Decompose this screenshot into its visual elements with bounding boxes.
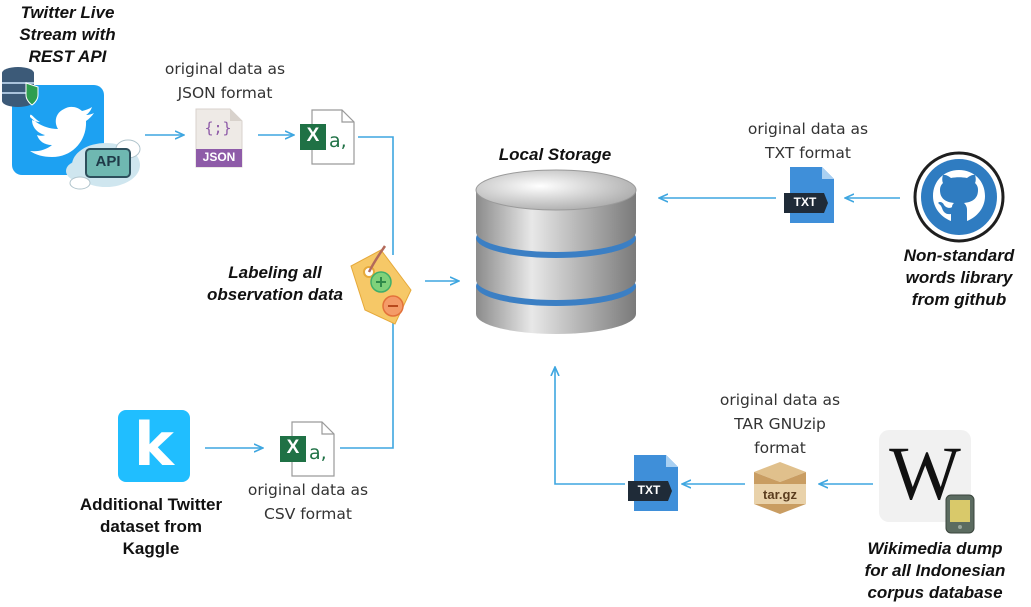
json-icon-label: JSON	[202, 150, 236, 164]
twitter-api-icon	[2, 67, 141, 190]
line-excel-to-labeling	[358, 136, 394, 255]
json-symbol: {;}	[204, 119, 232, 137]
targz-icon-label: tar.gz	[763, 487, 797, 502]
kaggle-title-line-3: Kaggle	[122, 539, 180, 558]
github-title-line-1: Non-standard	[903, 246, 1015, 265]
txt-file-icon-wiki: TXT	[628, 453, 680, 513]
kaggle-title: Additional Twitter dataset from Kaggle	[65, 494, 237, 560]
wikimedia-title: Wikimedia dump for all Indonesian corpus…	[850, 538, 1020, 604]
local-storage-title: Local Storage	[498, 145, 612, 164]
targz-caption-line-3: format	[754, 439, 806, 457]
excel-icon-bottom: X a,	[278, 420, 336, 478]
github-txt-caption-line-2: TXT format	[765, 144, 851, 162]
targz-caption-line-2: TAR GNUzip	[734, 415, 826, 433]
targz-box-icon: tar.gz	[750, 460, 810, 514]
github-txt-caption-line-1: original data as	[747, 120, 869, 138]
twitter-title-line-2: Stream with	[19, 25, 116, 44]
json-caption-line-1: original data as	[164, 60, 286, 78]
api-badge-text: API	[95, 153, 121, 170]
excel-icon-top: X a,	[298, 108, 356, 166]
github-title: Non-standard words library from github	[890, 245, 1028, 311]
excel-a-letter: a,	[329, 130, 347, 152]
csv-caption-line-1: original data as	[247, 481, 369, 499]
excel-x-letter: X	[286, 437, 300, 458]
excel-x-letter: X	[306, 125, 320, 146]
line-csv-to-labeling	[340, 322, 394, 449]
txt-icon-label-wiki: TXT	[637, 483, 661, 497]
json-caption: original data as JSON format	[155, 57, 295, 105]
wikimedia-title-line-2: for all Indonesian	[864, 561, 1006, 580]
kaggle-logo-letter: k	[134, 410, 174, 480]
twitter-title-line-3: REST API	[28, 47, 107, 66]
excel-a-letter: a,	[309, 442, 327, 464]
mobile-device-icon	[945, 494, 975, 534]
arrow-wikitxt-to-storage	[555, 368, 625, 485]
targz-caption-line-1: original data as	[719, 391, 841, 409]
csv-caption: original data as CSV format	[238, 478, 378, 526]
twitter-title-line-1: Twitter Live	[20, 3, 115, 22]
github-txt-caption: original data as TXT format	[738, 117, 878, 165]
json-file-icon: {;} JSON	[194, 107, 244, 169]
twitter-title: Twitter Live Stream with REST API	[0, 2, 135, 68]
github-title-line-3: from github	[911, 290, 1007, 309]
txt-file-icon-github: TXT	[784, 165, 836, 225]
label-tag-icon	[350, 245, 412, 325]
kaggle-title-line-1: Additional Twitter	[79, 495, 223, 514]
json-caption-line-2: JSON format	[177, 84, 273, 102]
targz-caption: original data as TAR GNUzip format	[710, 388, 850, 460]
wikimedia-title-line-3: corpus database	[867, 583, 1003, 602]
kaggle-logo: k	[118, 410, 190, 482]
labeling-title: Labeling all observation data	[195, 262, 355, 306]
wikimedia-title-line-1: Wikimedia dump	[867, 539, 1003, 558]
github-title-line-2: words library	[905, 268, 1013, 287]
labeling-title-line-1: Labeling all	[228, 263, 322, 282]
database-icon	[475, 169, 637, 334]
kaggle-title-line-2: dataset from	[99, 517, 203, 536]
github-logo-icon	[913, 151, 1005, 243]
txt-icon-label-github: TXT	[793, 195, 817, 209]
csv-caption-line-2: CSV format	[264, 505, 352, 523]
labeling-title-line-2: observation data	[206, 285, 344, 304]
